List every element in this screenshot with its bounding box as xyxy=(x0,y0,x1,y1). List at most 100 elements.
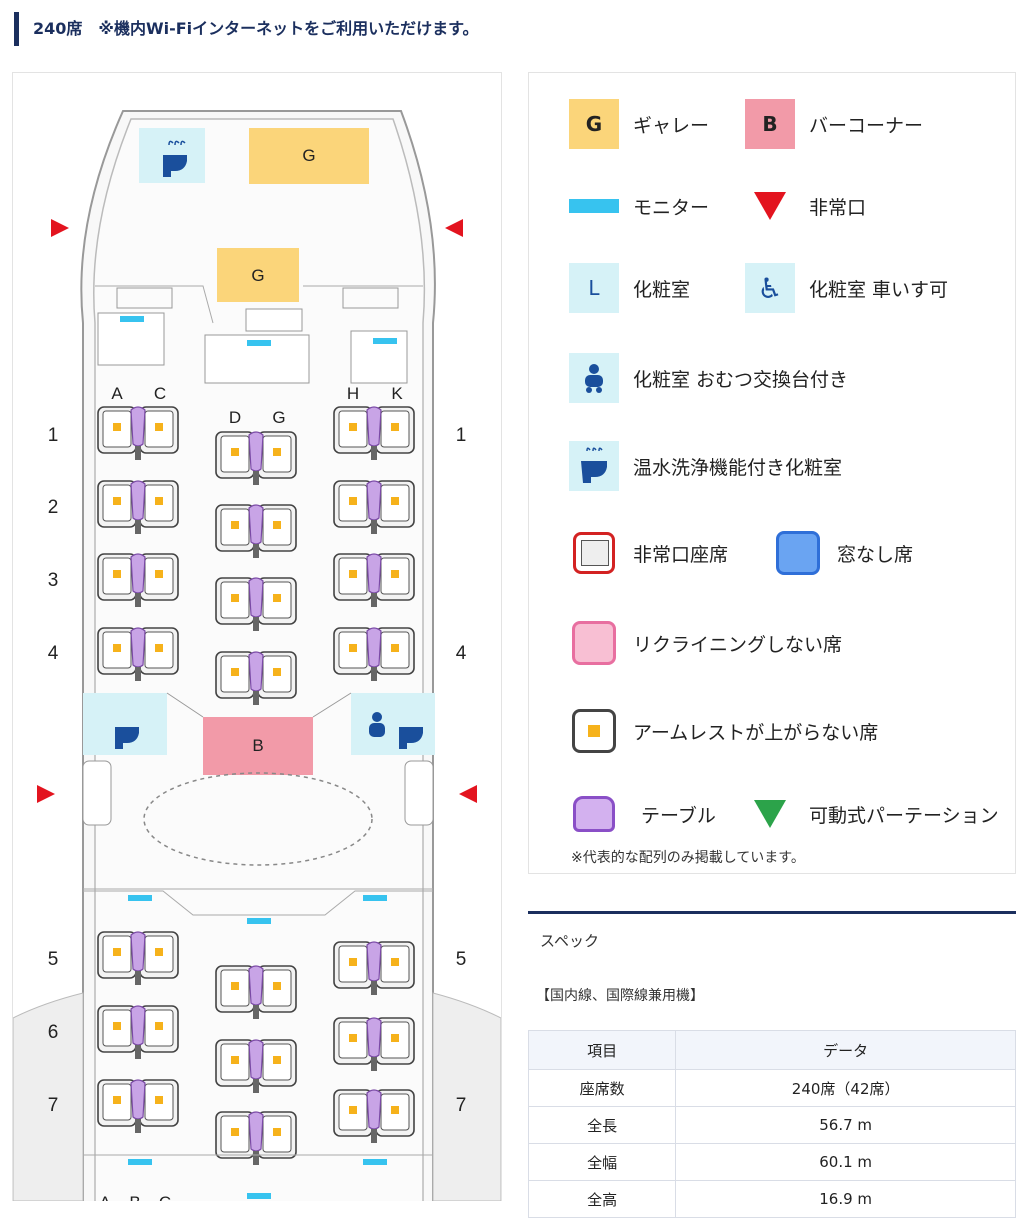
galley-label: G xyxy=(302,146,315,165)
seat-pair-4-dg[interactable] xyxy=(216,652,296,705)
seat-pair-1-hk[interactable] xyxy=(334,407,414,460)
bar-corner xyxy=(203,717,313,775)
partition-triangle-icon xyxy=(745,789,795,839)
seat-pair-2-ac[interactable] xyxy=(98,481,178,534)
bar-icon: B xyxy=(745,99,795,149)
legend-panel: G ギャレー B バーコーナー モニター 非常口 L 化粧室 ♿ 化粧室 車いす… xyxy=(528,72,1016,874)
monitor xyxy=(128,895,152,901)
partition-area xyxy=(143,772,373,866)
seat-map-canvas: G G A C D G H K 1 1 2 3 4 4 xyxy=(13,110,501,1201)
monitor xyxy=(373,338,397,344)
legend-fixed-armrest-seat: アームレストが上がらない席 xyxy=(569,706,878,756)
table-cell: 座席数 xyxy=(527,1069,677,1107)
column-label-a: A xyxy=(111,384,123,403)
column-label-a-lower: A xyxy=(99,1193,111,1201)
column-label-b-lower: B xyxy=(129,1193,140,1201)
no-recline-seat-icon xyxy=(569,618,619,668)
table-cell: 全長 xyxy=(527,1106,677,1144)
lavatory-icon: L xyxy=(569,263,619,313)
washlet-icon xyxy=(399,727,423,749)
legend-partition: 可動式パーテーション xyxy=(745,789,999,839)
table-row: 座席数 240席（42席） xyxy=(527,1069,1016,1107)
legend-table: テーブル xyxy=(569,789,716,839)
seat-pair-3-dg[interactable] xyxy=(216,578,296,631)
legend-no-recline-seat: リクライニングしない席 xyxy=(569,618,842,668)
table-header-data: データ xyxy=(675,1030,1016,1070)
column-label-c-lower: C xyxy=(159,1193,171,1201)
spec-title: スペック xyxy=(540,932,599,950)
legend-bar: B バーコーナー xyxy=(745,99,923,149)
table-row: 全幅 60.1 m xyxy=(527,1143,1016,1181)
seat-pair-4-ac[interactable] xyxy=(98,628,178,681)
exit-icon xyxy=(37,785,55,803)
seat-pair-6-ac[interactable] xyxy=(98,1006,178,1059)
seat-pair-7-hk[interactable] xyxy=(334,1090,414,1143)
spec-table: 項目 データ 座席数 240席（42席） 全長 56.7 m 全幅 60.1 m… xyxy=(527,1030,1016,1218)
monitor xyxy=(120,316,144,322)
galley-middle xyxy=(217,248,299,302)
legend-exit-seat: 非常口座席 xyxy=(569,528,728,578)
legend-lavatory-diaper: 化粧室 おむつ交換台付き xyxy=(569,353,848,403)
row-label-4-right: 4 xyxy=(456,643,467,664)
legend-note: ※代表的な配列のみ掲載しています。 xyxy=(571,850,805,866)
row-label-2: 2 xyxy=(48,497,59,518)
legend-lavatory: L 化粧室 xyxy=(569,263,690,313)
seat-pair-4-hk[interactable] xyxy=(334,628,414,681)
washlet-icon xyxy=(569,441,619,491)
column-label-k: K xyxy=(391,384,403,403)
table-cell: 240席（42席） xyxy=(675,1069,1016,1107)
seat-pair-3-ac[interactable] xyxy=(98,554,178,607)
monitor xyxy=(247,918,271,924)
fixed-armrest-seat-icon xyxy=(569,706,619,756)
seat-pair-2-hk[interactable] xyxy=(334,481,414,534)
column-label-h: H xyxy=(347,384,359,403)
seat-pair-1-dg[interactable] xyxy=(216,432,296,485)
seat-pair-6-hk[interactable] xyxy=(334,1018,414,1071)
seat-pair-5-dg[interactable] xyxy=(216,966,296,1019)
table-row: 全長 56.7 m xyxy=(527,1106,1016,1144)
spec-subtitle: 【国内線、国際線兼用機】 xyxy=(536,988,704,1004)
row-label-1-right: 1 xyxy=(456,425,467,446)
row-label-7-right: 7 xyxy=(456,1095,467,1116)
lavatory-washlet-mid-left xyxy=(83,693,167,755)
legend-exit: 非常口 xyxy=(745,181,866,231)
galley-icon: G xyxy=(569,99,619,149)
monitor xyxy=(128,1159,152,1165)
seat-pair-5-ac[interactable] xyxy=(98,932,178,985)
seat-pair-7-dg[interactable] xyxy=(216,1112,296,1165)
table-cell: 全幅 xyxy=(527,1143,677,1181)
wheelchair-icon: ♿ xyxy=(745,263,795,313)
exit-seat-icon xyxy=(569,528,619,578)
page-title: 240席 ※機内Wi-Fiインターネットをご利用いただけます。 xyxy=(14,12,479,46)
seat-pair-2-dg[interactable] xyxy=(216,505,296,558)
row-label-4: 4 xyxy=(48,643,59,664)
row-label-7: 7 xyxy=(48,1095,59,1116)
exit-icon xyxy=(445,219,463,237)
seat-pair-6-dg[interactable] xyxy=(216,1040,296,1093)
galley-front xyxy=(249,128,369,184)
monitor xyxy=(363,1159,387,1165)
column-label-d: D xyxy=(229,408,241,427)
seat-pair-7-ac[interactable] xyxy=(98,1080,178,1133)
row-label-1: 1 xyxy=(48,425,59,446)
bar-label: B xyxy=(252,736,263,755)
legend-lavatory-washlet: 温水洗浄機能付き化粧室 xyxy=(569,441,842,491)
seat-pair-1-ac[interactable] xyxy=(98,407,178,460)
diaper-icon xyxy=(369,712,385,737)
legend-galley: G ギャレー xyxy=(569,99,709,149)
exit-icon xyxy=(459,785,477,803)
table-header-row: 項目 データ xyxy=(527,1030,1016,1070)
column-label-g: G xyxy=(272,408,285,427)
seat-pair-3-hk[interactable] xyxy=(334,554,414,607)
legend-monitor: モニター xyxy=(569,181,709,231)
windowless-seat-icon xyxy=(773,528,823,578)
seat-pair-5-hk[interactable] xyxy=(334,942,414,995)
table-header-item: 項目 xyxy=(527,1030,677,1070)
row-label-5-right: 5 xyxy=(456,949,467,970)
legend-windowless-seat: 窓なし席 xyxy=(773,528,913,578)
table-icon xyxy=(569,789,619,839)
table-cell: 60.1 m xyxy=(675,1143,1016,1181)
row-label-3: 3 xyxy=(48,570,59,591)
monitor xyxy=(247,1193,271,1199)
monitor xyxy=(247,340,271,346)
